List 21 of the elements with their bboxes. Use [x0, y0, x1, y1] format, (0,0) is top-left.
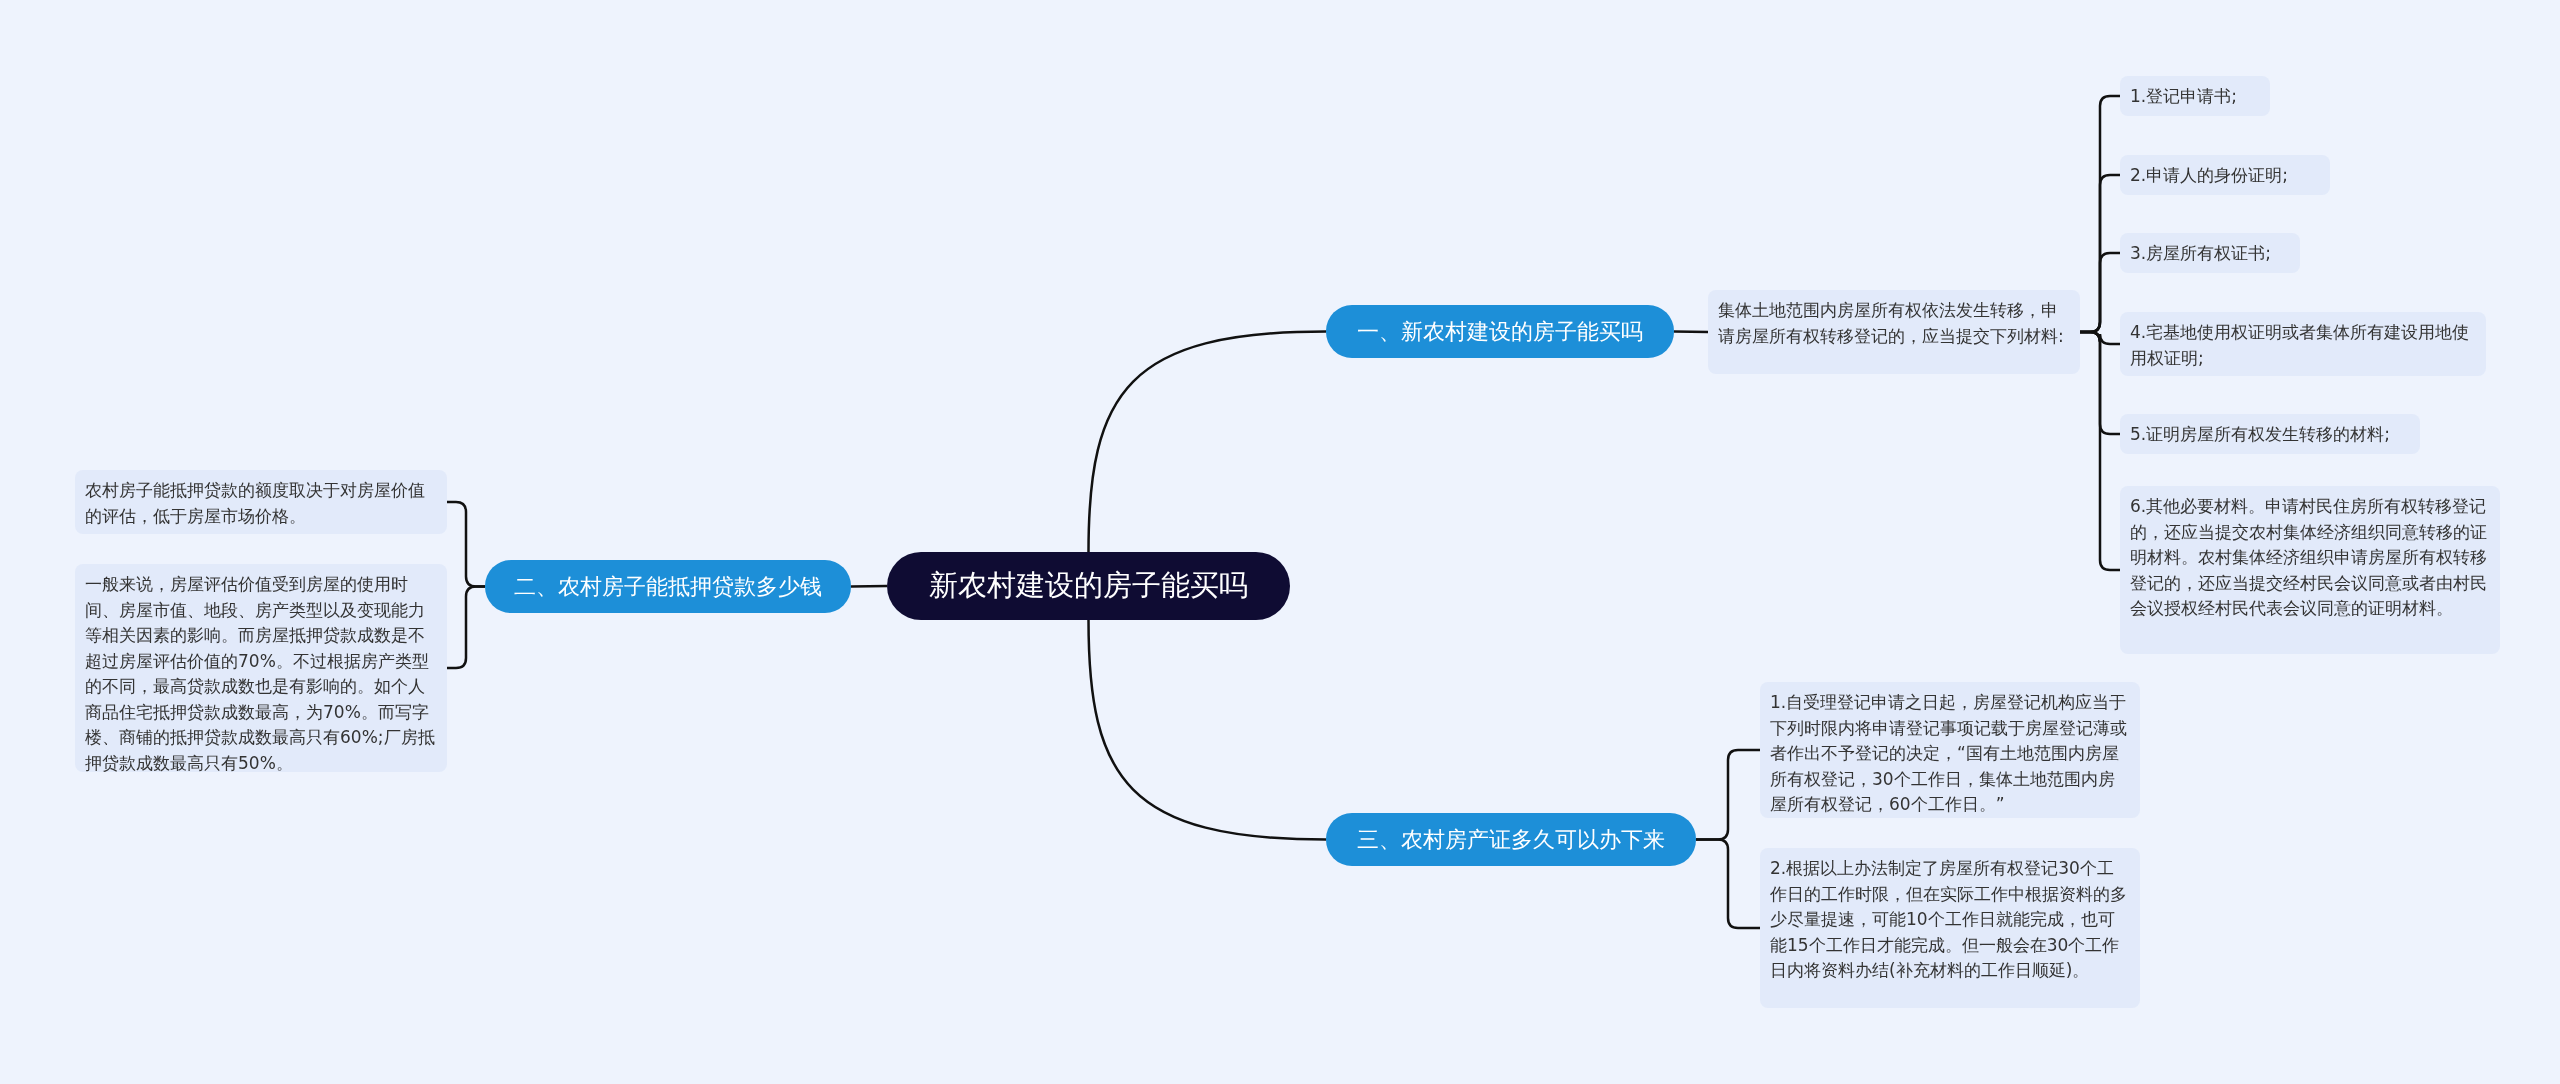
note-card: 2.申请人的身份证明; [2120, 155, 2330, 195]
note-card: 集体土地范围内房屋所有权依法发生转移，申请房屋所有权转移登记的，应当提交下列材料: [1708, 290, 2080, 374]
note-card: 6.其他必要材料。申请村民住房所有权转移登记的，还应当提交农村集体经济组织同意转移的证明材料。农村集体经济组织申请房屋所有权转移登记的，还应当提交经村民会议同意或者由村民会议授权经村民代表会议同意的证明材料。 [2120, 486, 2500, 654]
note-card: 农村房子能抵押贷款的额度取决于对房屋价值的评估，低于房屋市场价格。 [75, 470, 447, 534]
note-card: 1.自受理登记申请之日起，房屋登记机构应当于下列时限内将申请登记事项记载于房屋登记薄或者作出不予登记的决定，“国有土地范围内房屋所有权登记，30个工作日，集体土地范围内房屋所有权登记，60个工作日。” [1760, 682, 2140, 818]
connector-line [1674, 330, 1708, 334]
note-card: 5.证明房屋所有权发生转移的材料; [2120, 414, 2420, 454]
central-topic: 新农村建设的房子能买吗 [887, 552, 1290, 620]
branch-topic: 一、新农村建设的房子能买吗 [1326, 305, 1674, 358]
connector-line [2080, 330, 2120, 572]
connector-line [447, 585, 485, 670]
branch-topic: 三、农村房产证多久可以办下来 [1326, 813, 1696, 866]
note-card: 3.房屋所有权证书; [2120, 233, 2300, 273]
note-card: 2.根据以上办法制定了房屋所有权登记30个工作日的工作时限，但在实际工作中根据资料的多少尽量提速，可能10个工作日就能完成，也可能15个工作日才能完成。但一般会在30个工作日内将资料办结(补充材料的工作日顺延)。 [1760, 848, 2140, 1008]
note-card: 一般来说，房屋评估价值受到房屋的使用时间、房屋市值、地段、房产类型以及变现能力等相关因素的影响。而房屋抵押贷款成数是不超过房屋评估价值的70%。不过根据房产类型的不同，最高贷款成数也是有影响的。如个人商品住宅抵押贷款成数最高，为70%。而写字楼、商铺的抵押贷款成数最高只有60%;厂房抵押贷款成数最高只有50%。 [75, 564, 447, 772]
connector-line [1087, 619, 1327, 841]
branch-topic: 二、农村房子能抵押贷款多少钱 [485, 560, 851, 613]
note-card: 1.登记申请书; [2120, 76, 2270, 116]
note-card: 4.宅基地使用权证明或者集体所有建设用地使用权证明; [2120, 312, 2486, 376]
connector-line [851, 584, 887, 588]
connector-line [1087, 330, 1327, 553]
